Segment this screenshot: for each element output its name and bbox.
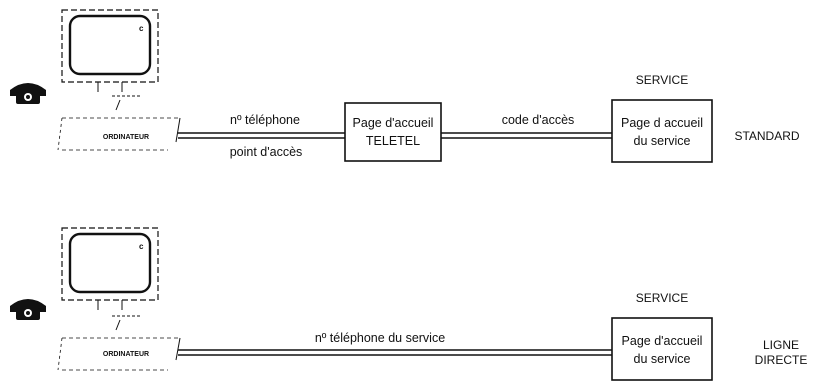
service-box-standard-line1: Page d accueil xyxy=(621,116,703,130)
access-code-label: code d'accès xyxy=(502,113,575,127)
service-box-direct: Page d'accueil du service xyxy=(611,317,713,381)
ordinateur-label: ORDINATEUR xyxy=(103,351,149,358)
line-to-service-direct xyxy=(178,349,612,356)
service-box-standard: Page d accueil du service xyxy=(611,99,713,163)
standard-mode-label: STANDARD xyxy=(734,129,799,143)
service-box-direct-line2: du service xyxy=(634,352,691,366)
monitor-icon: c xyxy=(61,9,159,92)
telephone-icon xyxy=(10,83,46,104)
monitor-icon: c xyxy=(61,227,159,310)
terminal-standard: c ORDINATEUR xyxy=(10,9,181,151)
service-box-standard-line2: du service xyxy=(634,134,691,148)
line-to-service-standard xyxy=(441,132,612,139)
service-heading-direct: SERVICE xyxy=(636,291,688,305)
screen-mark: c xyxy=(139,242,144,251)
line-to-teletel xyxy=(178,132,345,139)
telephone-icon xyxy=(10,299,46,320)
ordinateur-label: ORDINATEUR xyxy=(103,134,149,141)
keyboard-icon: ORDINATEUR xyxy=(57,95,181,151)
teletel-box-line2: TELETEL xyxy=(366,134,420,148)
teletel-box-line1: Page d'accueil xyxy=(353,116,434,130)
teletel-box: Page d'accueil TELETEL xyxy=(344,102,442,162)
access-point-label: point d'accès xyxy=(230,145,303,159)
direct-mode-label-line1: LIGNE xyxy=(763,338,799,352)
keyboard-icon: ORDINATEUR xyxy=(57,315,181,371)
phone-number-label: nº téléphone xyxy=(230,113,300,127)
service-phone-number-label: nº téléphone du service xyxy=(315,331,445,345)
direct-mode-label-line2: DIRECTE xyxy=(755,353,808,367)
terminal-direct: c ORDINATEUR xyxy=(10,227,181,371)
screen-mark: c xyxy=(139,24,144,33)
service-heading-standard: SERVICE xyxy=(636,73,688,87)
service-box-direct-line1: Page d'accueil xyxy=(622,334,703,348)
